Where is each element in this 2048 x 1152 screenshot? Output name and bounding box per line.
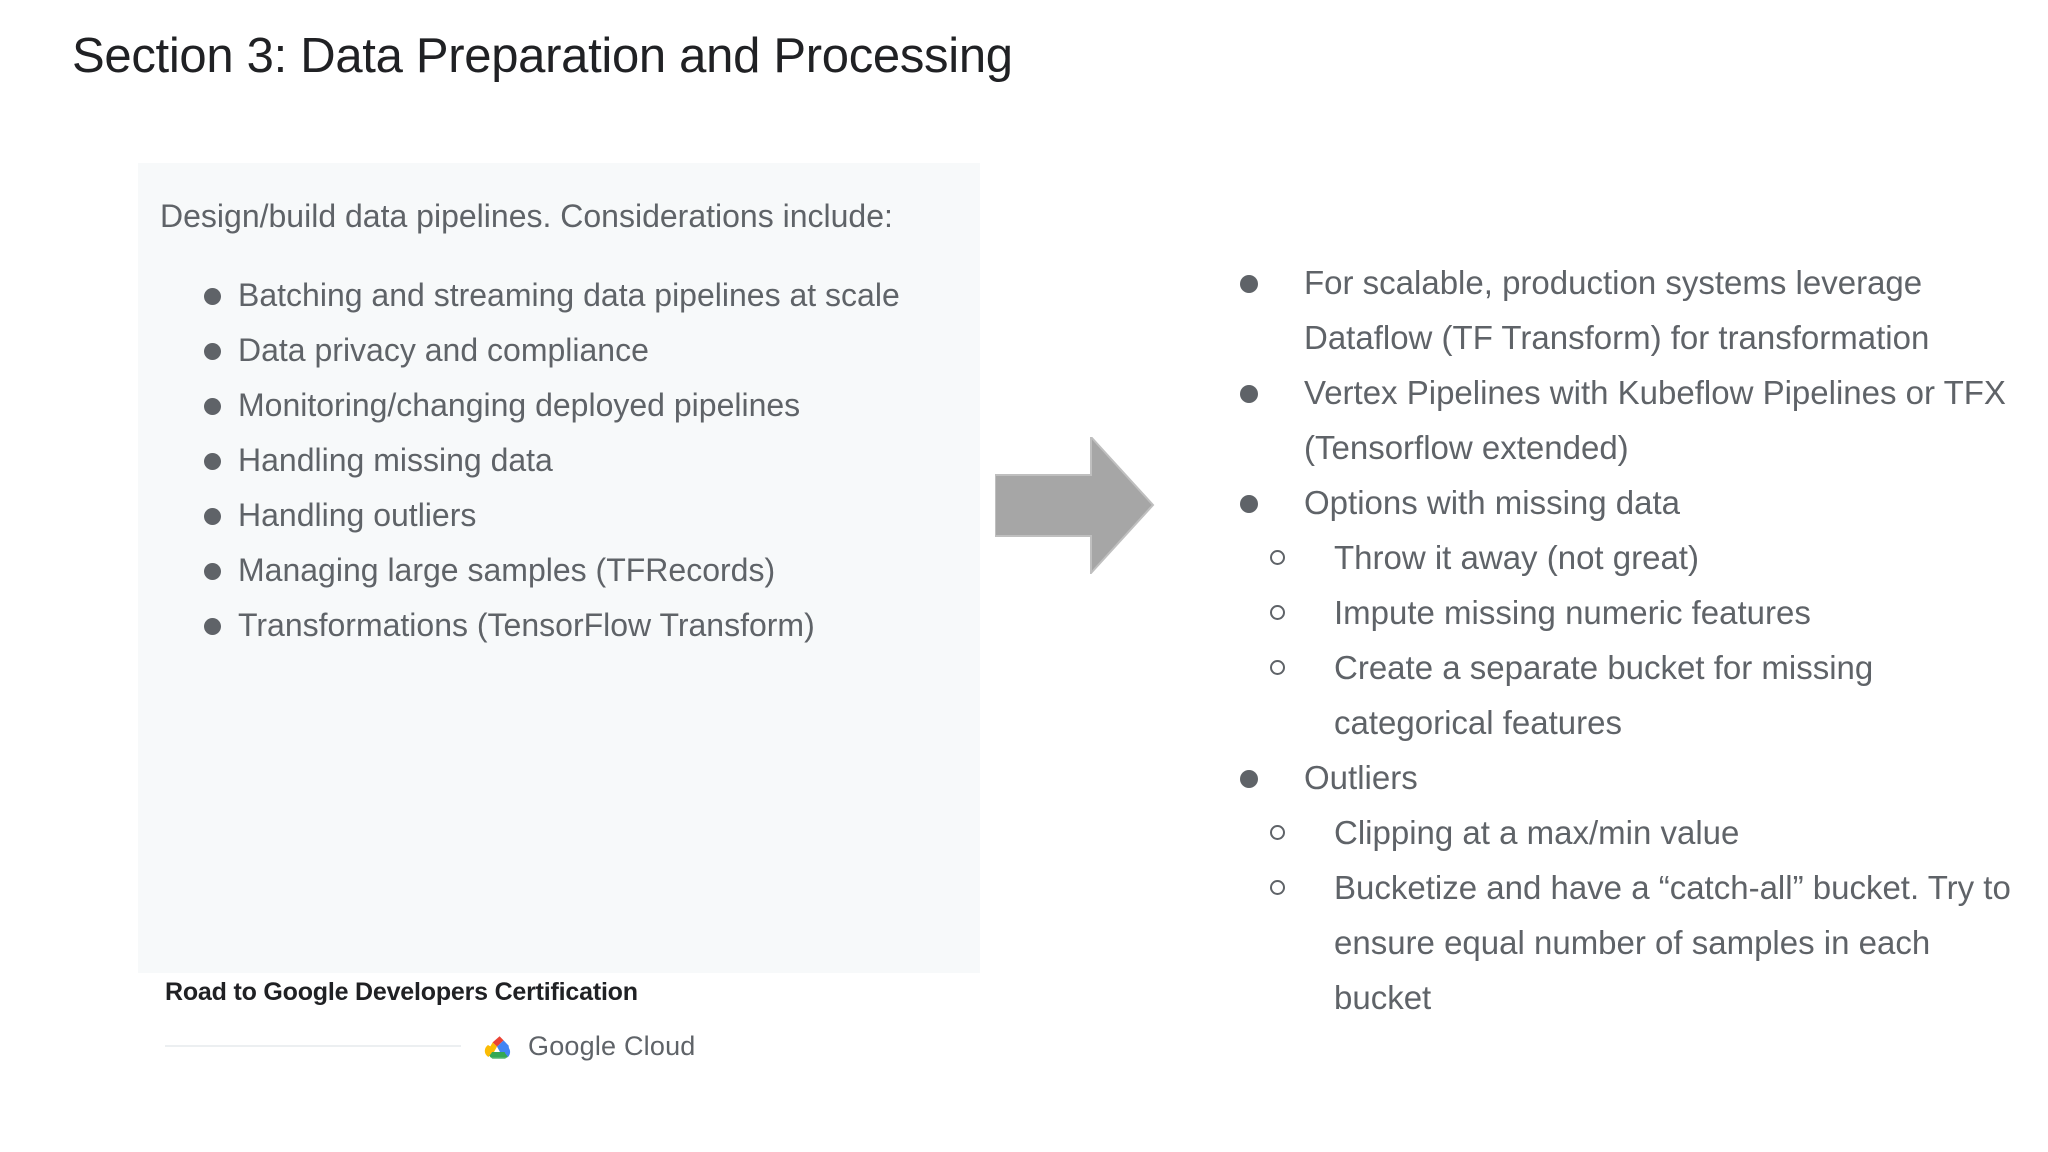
- bullet-dot-icon: [204, 563, 221, 580]
- bullet-ring-icon: [1270, 605, 1285, 620]
- sub-list-item-label: Clipping at a max/min value: [1334, 814, 1740, 851]
- sub-bullet-list: Throw it away (not great) Impute missing…: [1232, 530, 2032, 750]
- list-item: Handling missing data: [160, 433, 978, 488]
- bullet-dot-icon: [1240, 385, 1258, 403]
- list-item-label: Monitoring/changing deployed pipelines: [238, 387, 801, 423]
- list-item: Transformations (TensorFlow Transform): [160, 598, 978, 653]
- bullet-dot-icon: [204, 618, 221, 635]
- panel-intro-text: Design/build data pipelines. Considerati…: [160, 198, 893, 234]
- sub-list-item: Impute missing numeric features: [1232, 585, 2032, 640]
- brand-row: Google Cloud: [165, 1031, 725, 1067]
- list-item: Managing large samples (TFRecords): [160, 543, 978, 598]
- bullet-dot-icon: [204, 508, 221, 525]
- brand-title: Road to Google Developers Certification: [165, 978, 638, 1006]
- sub-bullet-list: Clipping at a max/min value Bucketize an…: [1232, 805, 2032, 1025]
- bullet-dot-icon: [1240, 275, 1258, 293]
- list-item-label: For scalable, production systems leverag…: [1304, 264, 1930, 356]
- right-content-column: For scalable, production systems leverag…: [1232, 255, 2032, 1025]
- list-item: Handling outliers: [160, 488, 978, 543]
- divider: [165, 1045, 461, 1047]
- list-item-label: Vertex Pipelines with Kubeflow Pipelines…: [1304, 374, 2006, 466]
- list-item-label: Data privacy and compliance: [238, 332, 649, 368]
- bullet-ring-icon: [1270, 550, 1285, 565]
- bullet-ring-icon: [1270, 660, 1285, 675]
- google-cloud-logo-text: Google Cloud: [528, 1031, 696, 1061]
- sub-list-item-label: Impute missing numeric features: [1334, 594, 1811, 631]
- sub-list-item: Create a separate bucket for missing cat…: [1232, 640, 2032, 750]
- list-item: For scalable, production systems leverag…: [1232, 255, 2032, 365]
- list-item-label: Handling outliers: [238, 497, 477, 533]
- sub-list-item-label: Bucketize and have a “catch-all” bucket.…: [1334, 869, 2011, 1016]
- bullet-dot-icon: [204, 398, 221, 415]
- list-item: Outliers: [1232, 750, 2032, 805]
- bullet-dot-icon: [204, 453, 221, 470]
- bullet-ring-icon: [1270, 880, 1285, 895]
- sub-list-item: Clipping at a max/min value: [1232, 805, 2032, 860]
- bullet-dot-icon: [1240, 770, 1258, 788]
- bullet-dot-icon: [204, 343, 221, 360]
- list-item-label: Managing large samples (TFRecords): [238, 552, 776, 588]
- sub-list-item-label: Create a separate bucket for missing cat…: [1334, 649, 1874, 741]
- right-arrow-icon: [995, 437, 1155, 574]
- list-item: Vertex Pipelines with Kubeflow Pipelines…: [1232, 365, 2032, 475]
- right-bullet-list: For scalable, production systems leverag…: [1232, 255, 2032, 1025]
- left-content-panel: Design/build data pipelines. Considerati…: [138, 163, 980, 973]
- list-item: Options with missing data: [1232, 475, 2032, 530]
- footer-branding: Road to Google Developers Certification …: [165, 978, 725, 1067]
- sub-list-item: Bucketize and have a “catch-all” bucket.…: [1232, 860, 2032, 1025]
- list-item-label: Transformations (TensorFlow Transform): [238, 607, 815, 643]
- left-bullet-list: Batching and streaming data pipelines at…: [160, 268, 950, 653]
- list-item-label: Outliers: [1304, 759, 1418, 796]
- list-item-label: Options with missing data: [1304, 484, 1681, 521]
- bullet-ring-icon: [1270, 825, 1285, 840]
- sub-list-item: Throw it away (not great): [1232, 530, 2032, 585]
- google-cloud-logo: Google Cloud: [483, 1031, 696, 1062]
- list-item: Monitoring/changing deployed pipelines: [160, 378, 978, 433]
- list-item: Data privacy and compliance: [160, 323, 978, 378]
- sub-list-item-label: Throw it away (not great): [1334, 539, 1699, 576]
- list-item-label: Handling missing data: [238, 442, 553, 478]
- google-cloud-logo-icon: [484, 1035, 511, 1059]
- list-item: Batching and streaming data pipelines at…: [160, 268, 978, 323]
- page-title: Section 3: Data Preparation and Processi…: [72, 29, 1013, 83]
- bullet-dot-icon: [204, 288, 221, 305]
- bullet-dot-icon: [1240, 495, 1258, 513]
- list-item-label: Batching and streaming data pipelines at…: [238, 277, 900, 313]
